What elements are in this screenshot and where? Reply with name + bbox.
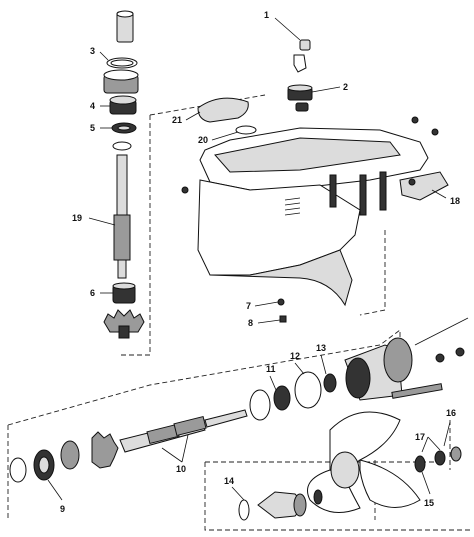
callout-4: 4 xyxy=(90,101,95,111)
callout-6: 6 xyxy=(90,288,95,298)
callout-11: 11 xyxy=(266,364,276,374)
callout-7: 7 xyxy=(246,301,251,311)
callout-1: 1 xyxy=(264,10,269,20)
callout-labels: 1 2 3 4 5 6 7 8 9 10 11 12 13 14 15 16 1… xyxy=(60,10,460,514)
trim-tab xyxy=(399,171,449,201)
callout-13: 13 xyxy=(316,343,326,353)
callout-21: 21 xyxy=(172,115,182,125)
callout-16: 16 xyxy=(446,408,456,418)
propeller xyxy=(307,411,421,513)
callout-15: 15 xyxy=(424,498,434,508)
callout-17: 17 xyxy=(415,432,425,442)
callout-19: 19 xyxy=(72,213,82,223)
shift-parts xyxy=(287,39,313,112)
callout-12: 12 xyxy=(290,351,300,361)
callout-3: 3 xyxy=(90,46,95,56)
callout-8: 8 xyxy=(248,318,253,328)
propeller-hub xyxy=(238,489,323,521)
lower-group-boundary xyxy=(7,329,451,520)
callout-20: 20 xyxy=(198,135,208,145)
callout-2: 2 xyxy=(343,82,348,92)
drive-shaft-stack xyxy=(103,10,145,339)
gear-housing xyxy=(181,116,439,307)
propeller-shaft-assembly xyxy=(9,317,469,483)
drain-screws xyxy=(277,298,287,323)
callout-14: 14 xyxy=(224,476,234,486)
leader-lines xyxy=(47,17,451,501)
propeller-group-boundary xyxy=(204,461,470,531)
cover-plate xyxy=(197,97,257,135)
callout-5: 5 xyxy=(90,123,95,133)
callout-9: 9 xyxy=(60,504,65,514)
callout-10: 10 xyxy=(176,464,186,474)
callout-18: 18 xyxy=(450,196,460,206)
